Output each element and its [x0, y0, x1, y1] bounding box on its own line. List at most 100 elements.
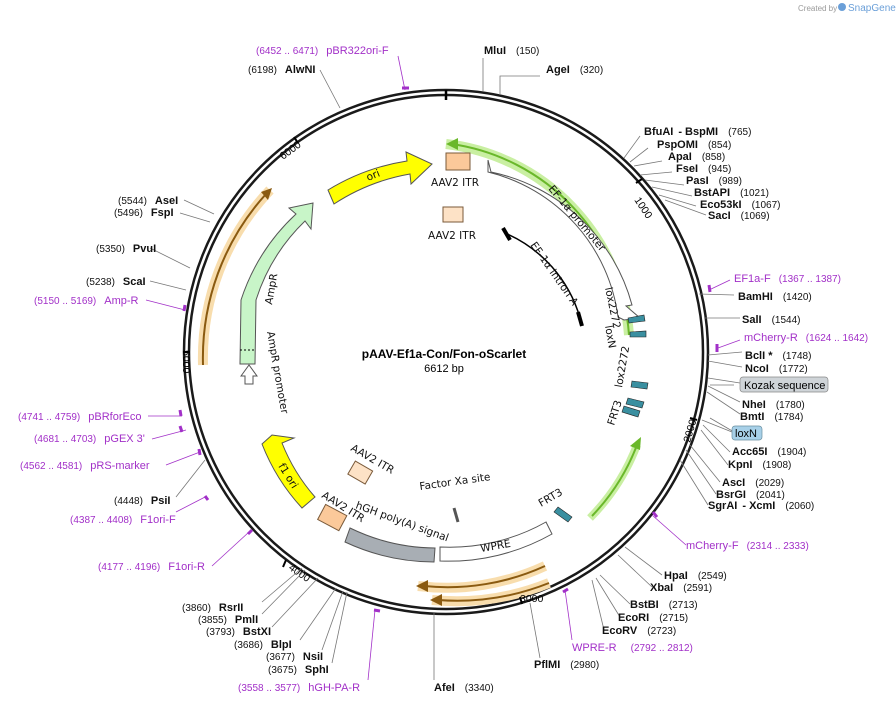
site-blpi[interactable]: (3686)BlpI: [234, 639, 292, 651]
feature-label-aav2-itr-top-1: AAV2 ITR: [431, 177, 479, 189]
site-bstbi[interactable]: BstBI(2713): [630, 599, 698, 611]
loxn-box-label: loxN: [735, 428, 757, 440]
loxn-label-box: [731, 425, 763, 441]
restriction-sites: MluI(150) AgeI(320) BfuAI- BspMI(765) Ps…: [86, 45, 814, 694]
tick-mark-4000: [282, 559, 287, 568]
primer-prs-marker[interactable]: (4562 .. 4581)pRS-marker: [20, 460, 150, 472]
mcherry-arrowhead: [630, 437, 641, 450]
site-nsii[interactable]: (3677)NsiI: [266, 651, 323, 663]
site-bstxi[interactable]: (3793)BstXI: [206, 626, 271, 638]
primer-amp-r[interactable]: (5150 .. 5169)Amp-R: [34, 295, 139, 307]
feature-label-aav2-itr-top-2: AAV2 ITR: [428, 230, 476, 242]
site-sali[interactable]: SalI(1544): [742, 314, 800, 326]
site-psii[interactable]: (4448)PsiI: [114, 495, 170, 507]
aav2-itr-box-bottom-1: [316, 503, 348, 532]
kozak-label-box: [739, 376, 829, 393]
ampr-orf-line: [201, 193, 267, 366]
site-ecorv[interactable]: EcoRV(2723): [602, 625, 676, 637]
site-bmti[interactable]: BmtI(1784): [740, 411, 803, 423]
primer-pgex3[interactable]: (4681 .. 4703)pGEX 3': [34, 433, 145, 445]
site-apai[interactable]: ApaI(858): [668, 151, 725, 163]
primer-hgh-pa-r[interactable]: (3558 .. 3577)hGH-PA-R: [238, 682, 360, 694]
ef1a-green-arrowhead: [446, 138, 458, 150]
site-saci[interactable]: SacI(1069): [708, 210, 770, 222]
site-hpai[interactable]: HpaI(2549): [664, 570, 727, 582]
tick-mark-1000: [635, 178, 643, 184]
site-bamhi[interactable]: BamHI(1420): [738, 291, 812, 303]
site-fsei[interactable]: FseI(945): [676, 163, 731, 175]
created-by-text: Created by: [798, 4, 837, 13]
site-pasi[interactable]: PasI(989): [686, 175, 742, 187]
site-bstapi[interactable]: BstAPI(1021): [694, 187, 769, 199]
tick-label-5000: 5000: [180, 350, 192, 374]
site-asei[interactable]: (5544)AseI: [118, 195, 178, 207]
site-bsrgi[interactable]: BsrGI(2041): [716, 489, 785, 501]
ampr-arrow: [239, 202, 314, 365]
feature-labels: AAV2 ITR AAV2 ITR EF-1α promoter EF-1α i…: [263, 168, 632, 555]
intron-a-bracket: [504, 232, 581, 319]
feature-label-ampr: AmpR: [263, 273, 280, 306]
site-pmli[interactable]: (3855)PmlI: [198, 614, 258, 626]
site-ecori[interactable]: EcoRI(2715): [618, 612, 688, 624]
feature-label-ori: ori: [365, 168, 382, 184]
lox2272-marker-1: [627, 314, 646, 324]
site-xbai[interactable]: XbaI(2591): [650, 582, 712, 594]
ori-arrow: [327, 151, 433, 205]
aav2-itr-box-top-2: [442, 206, 464, 223]
site-kpni[interactable]: KpnI(1908): [728, 459, 791, 471]
primer-mcherry-f[interactable]: mCherry-F(2314 .. 2333): [686, 540, 809, 552]
primer-mcherry-r[interactable]: mCherry-R(1624 .. 1642): [744, 332, 868, 344]
site-bcli[interactable]: BclI *(1748): [745, 350, 811, 362]
site-rsrii[interactable]: (3860)RsrII: [182, 602, 243, 614]
site-nhei[interactable]: NheI(1780): [742, 399, 805, 411]
primer-ef1a-f[interactable]: EF1a-F(1367 .. 1387): [734, 273, 841, 285]
site-agei[interactable]: AgeI(320): [546, 64, 603, 76]
site-psp-omi[interactable]: PspOMI(854): [657, 139, 731, 151]
orf-line-1: [423, 565, 546, 589]
site-afei[interactable]: AfeI(3340): [434, 682, 494, 694]
feature-label-ef1a-intron: EF-1α intron A: [528, 240, 581, 309]
feature-label-ef1a-promoter: EF-1α promoter: [546, 183, 608, 254]
primer-f1ori-f[interactable]: (4387 .. 4408)F1ori-F: [70, 514, 176, 526]
primer-pbr322ori-f[interactable]: (6452 .. 6471)pBR322ori-F: [256, 45, 389, 57]
primer-f1ori-r[interactable]: (4177 .. 4196)F1ori-R: [98, 561, 205, 573]
intron-a-start: [501, 226, 512, 242]
primer-wpre-r[interactable]: WPRE-R(2792 .. 2812): [572, 642, 693, 654]
feature-label-ampr-promoter: AmpR promoter: [264, 330, 290, 415]
mcherry-highlight: [587, 443, 641, 521]
site-scai[interactable]: (5238)ScaI: [86, 276, 146, 288]
primer-pbrforeco[interactable]: (4741 .. 4759)pBRforEco: [18, 411, 141, 423]
wpre-arrow: [439, 521, 553, 562]
site-ncoi[interactable]: NcoI(1772): [745, 363, 808, 375]
site-fspi[interactable]: (5496)FspI: [114, 207, 174, 219]
frt3-marker-2: [621, 405, 641, 418]
feature-label-frt3-2: FRT3: [537, 486, 565, 509]
site-sphi[interactable]: (3675)SphI: [268, 664, 329, 676]
feature-label-frt3-1: FRT3: [605, 399, 624, 427]
primer-labels: (6452 .. 6471)pBR322ori-F EF1a-F(1367 ..…: [18, 45, 868, 694]
plasmid-name: pAAV-Ef1a-Con/Fon-oScarlet: [362, 347, 526, 361]
orf-arrowhead-1: [416, 580, 428, 592]
mcherry-green-line: [591, 444, 638, 517]
site-sgrai[interactable]: SgrAI- XcmI(2060): [708, 500, 814, 512]
site-pflmi[interactable]: PflMI(2980): [534, 659, 599, 671]
ampr-promoter-arrow: [240, 364, 258, 385]
intron-a-end: [576, 311, 584, 327]
factor-xa-marker: [452, 507, 460, 523]
feature-label-factor-xa: Factor Xa site: [419, 471, 491, 493]
f1-ori-arrow: [261, 434, 316, 509]
site-pvui[interactable]: (5350)PvuI: [96, 243, 156, 255]
feature-arcs: [197, 138, 649, 607]
site-alwni[interactable]: (6198)AlwNI: [248, 64, 315, 76]
site-eco53ki[interactable]: Eco53kI(1067): [700, 199, 781, 211]
site-bfuai[interactable]: BfuAI- BspMI(765): [644, 126, 751, 138]
site-asci[interactable]: AscI(2029): [722, 477, 784, 489]
tick-mark-2000: [689, 417, 698, 421]
tick-label-3000: 3000: [520, 593, 544, 605]
site-mlui[interactable]: MluI(150): [484, 45, 539, 57]
orf-arrowhead-2: [430, 594, 442, 606]
tick-mark-6000: [293, 136, 299, 144]
feature-label-wpre: WPRE: [479, 538, 511, 555]
site-acc65i[interactable]: Acc65I(1904): [732, 446, 806, 458]
